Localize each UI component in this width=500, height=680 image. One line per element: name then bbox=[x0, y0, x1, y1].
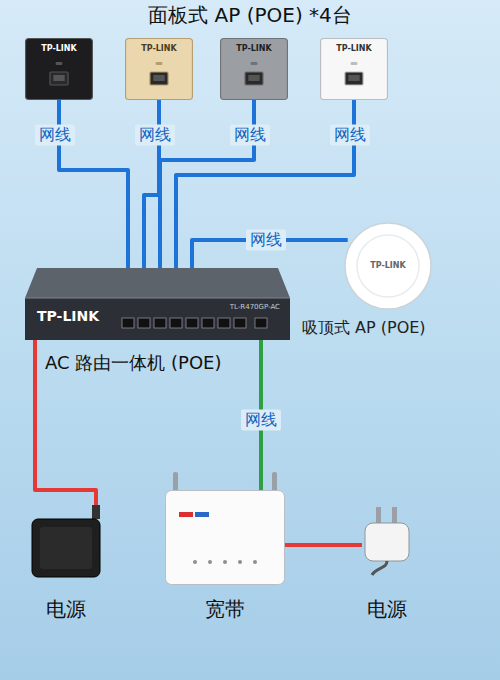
device-label: 电源 bbox=[367, 597, 407, 621]
broadband-modem: 宽带 bbox=[165, 490, 285, 585]
power-cable bbox=[285, 543, 362, 547]
power-adapter: 电源 bbox=[30, 505, 102, 580]
ceiling-ap: TP-LINK吸顶式 AP (POE) bbox=[340, 222, 436, 310]
brand-logo: TP-LINK bbox=[37, 308, 99, 325]
power-adapter-art bbox=[30, 505, 102, 580]
network-cable bbox=[176, 100, 354, 268]
device-label: 宽带 bbox=[205, 597, 245, 621]
device-label: 电源 bbox=[46, 597, 86, 621]
panel-ap: TP-LINK bbox=[220, 38, 288, 100]
brand-logo: TP-LINK bbox=[340, 261, 436, 271]
power-plug: 电源 bbox=[362, 505, 412, 577]
cable-label: 网线 bbox=[230, 124, 270, 145]
cable-label: 网线 bbox=[246, 229, 286, 250]
device-label: 吸顶式 AP (POE) bbox=[302, 318, 426, 337]
power-plug-art bbox=[362, 505, 412, 577]
panel-ap: TP-LINK bbox=[320, 38, 388, 100]
cable-label: 网线 bbox=[330, 124, 370, 145]
model-number: TL-R470GP-AC bbox=[230, 303, 280, 311]
panel-ap: TP-LINK bbox=[125, 38, 193, 100]
device-label: TP-LINK bbox=[125, 44, 193, 54]
title: 面板式 AP (POE) *4台 bbox=[0, 2, 500, 28]
cable-label: 网线 bbox=[35, 124, 75, 145]
panel-ap: TP-LINK bbox=[25, 38, 93, 100]
device-label: TP-LINK bbox=[220, 44, 288, 54]
cable-label: 网线 bbox=[135, 124, 175, 145]
modem-art bbox=[165, 490, 285, 585]
device-label: TP-LINK bbox=[320, 44, 388, 54]
device-label: TP-LINK bbox=[25, 44, 93, 54]
cable-label: 网线 bbox=[241, 409, 281, 430]
device-label: AC 路由一体机 (POE) bbox=[45, 352, 221, 374]
ac-router: TP-LINKTL-R470GP-ACAC 路由一体机 (POE) bbox=[25, 268, 290, 340]
